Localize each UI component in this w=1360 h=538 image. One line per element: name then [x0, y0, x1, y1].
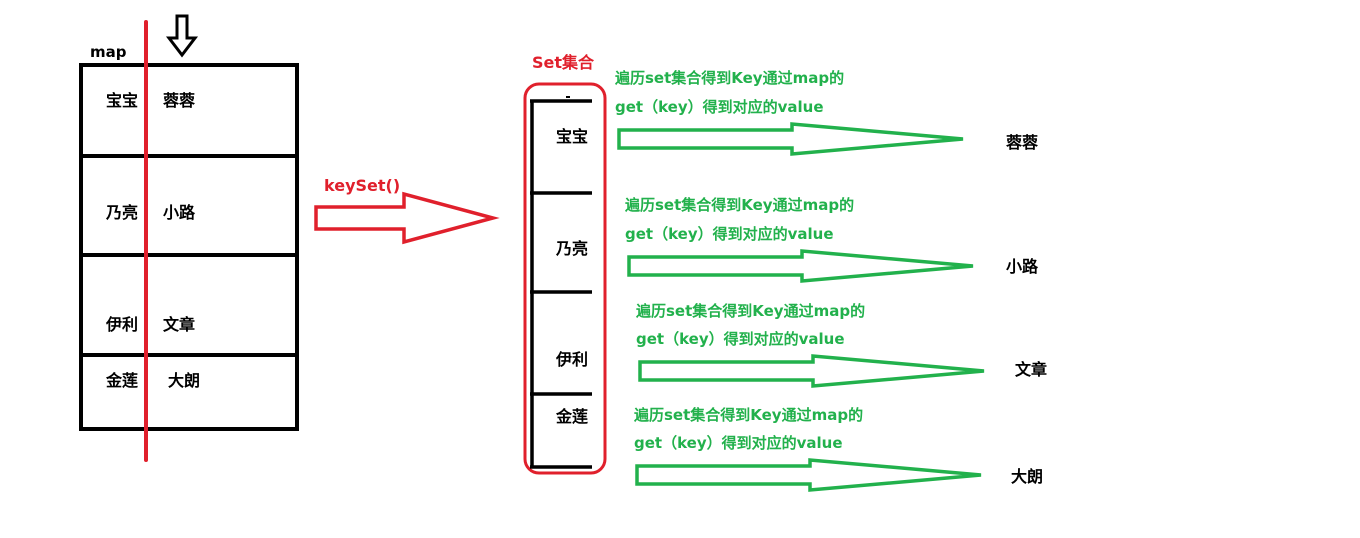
lookup-description-line1: 遍历set集合得到Key通过map的 — [614, 69, 844, 87]
lookup-description-line2: get（key）得到对应的value — [634, 434, 843, 452]
right-arrow-icon — [635, 458, 982, 492]
lookup-description-line1: 遍历set集合得到Key通过map的 — [624, 196, 854, 214]
set-container-outline — [523, 82, 607, 475]
down-arrow-icon — [165, 14, 199, 58]
lookup-result-value: 蓉蓉 — [1005, 133, 1038, 152]
map-row-key: 金莲 — [105, 371, 138, 390]
keyset-label: keySet() — [324, 176, 400, 195]
set-key: 宝宝 — [556, 127, 588, 146]
set-key: 金莲 — [555, 407, 588, 426]
set-key: 乃亮 — [555, 239, 588, 258]
map-row-key: 伊利 — [105, 315, 138, 334]
map-row-value: 小路 — [163, 203, 196, 222]
set-title: Set集合 — [532, 53, 595, 72]
lookup-result-value: 大朗 — [1011, 467, 1043, 486]
right-arrow-icon — [627, 249, 974, 283]
map-row-value: 大朗 — [168, 371, 200, 390]
map-row-key: 乃亮 — [105, 203, 138, 222]
lookup-description-line1: 遍历set集合得到Key通过map的 — [635, 302, 865, 320]
right-arrow-icon — [638, 354, 985, 388]
map-row-value: 文章 — [163, 315, 195, 334]
map-table: 宝宝 蓉蓉 乃亮 小路 伊利 文章 金莲 大朗 — [79, 63, 299, 431]
map-title: map — [90, 43, 127, 61]
lookup-result-value: 小路 — [1006, 257, 1039, 276]
lookup-description-line2: get（key）得到对应的value — [625, 225, 834, 243]
right-arrow-icon — [617, 122, 964, 156]
lookup-description-line2: get（key）得到对应的value — [615, 98, 824, 116]
set-collection: 宝宝 乃亮 伊利 金莲 — [530, 96, 592, 469]
map-table-border — [79, 63, 299, 431]
lookup-description-line2: get（key）得到对应的value — [636, 330, 845, 348]
map-row-value: 蓉蓉 — [162, 91, 195, 110]
map-row-key: 宝宝 — [106, 91, 138, 110]
lookup-result-value: 文章 — [1015, 360, 1047, 379]
set-key: 伊利 — [555, 350, 588, 369]
lookup-description-line1: 遍历set集合得到Key通过map的 — [633, 406, 863, 424]
right-arrow-icon — [314, 191, 500, 245]
